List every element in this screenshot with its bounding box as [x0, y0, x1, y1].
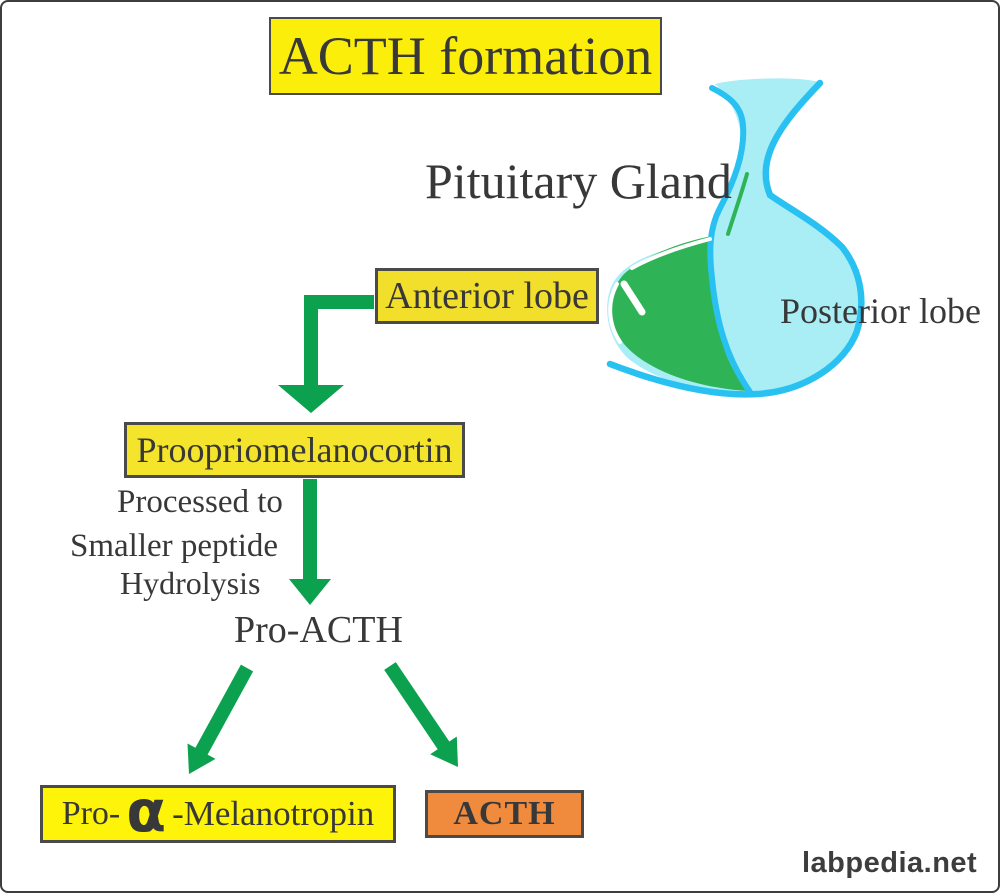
anterior-top-highlight — [630, 237, 712, 270]
posterior-lobe-label: Posterior lobe — [780, 291, 981, 331]
anterior-lobe-box: Anterior lobe — [375, 268, 599, 324]
arrow-pomc-to-proacth — [289, 479, 331, 605]
arrow-proacth-to-proalpha — [187, 664, 254, 774]
gland-outline-right — [606, 79, 865, 398]
anterior-slash-highlight — [620, 280, 646, 316]
note-hydrolysis: Hydrolysis — [120, 565, 261, 601]
note-processed-to: Processed to — [117, 484, 283, 520]
anterior-lobe-shape — [611, 236, 749, 391]
pro-alpha-suffix: -Melanotropin — [172, 794, 375, 833]
anterior-lobe-label: Anterior lobe — [385, 275, 589, 317]
gland-outline-left — [707, 85, 753, 395]
acth-box: ACTH — [425, 790, 584, 838]
proopriomelanocortin-box: Proopriomelanocortin — [124, 422, 465, 478]
gland-rim-highlight — [716, 72, 817, 83]
acth-label: ACTH — [453, 795, 556, 832]
title-label: ACTH formation — [278, 26, 653, 86]
pro-acth-label: Pro-ACTH — [234, 609, 403, 651]
pro-alpha-melanotropin-box: Pro- α -Melanotropin — [40, 777, 396, 845]
pituitary-gland-heading: Pituitary Gland — [425, 153, 732, 209]
arrow-proacth-to-acth — [384, 662, 458, 767]
alpha-symbol: α — [126, 777, 167, 845]
title-box: ACTH formation — [269, 17, 662, 95]
watermark-label: labpedia.net — [802, 847, 978, 879]
anterior-left-highlight — [608, 282, 622, 344]
gland-body-shape — [607, 78, 861, 394]
note-smaller-peptide: Smaller peptide — [70, 528, 279, 564]
proopriomelanocortin-label: Proopriomelanocortin — [136, 430, 453, 470]
arrow-anterior-to-pomc — [278, 295, 374, 413]
pro-alpha-prefix: Pro- — [61, 795, 121, 832]
